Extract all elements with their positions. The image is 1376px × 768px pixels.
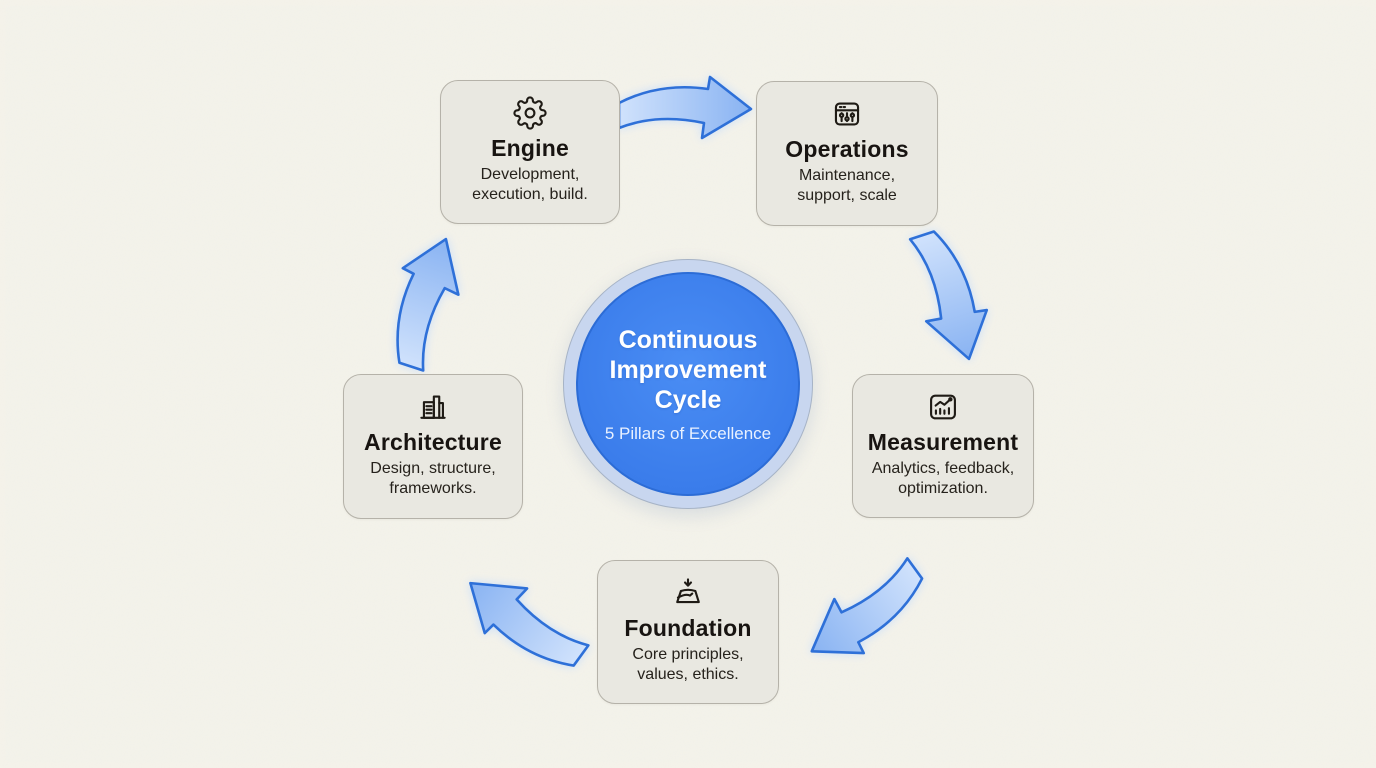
pillar-card-measurement: Measurement Analytics, feedback, optimiz… <box>852 374 1034 518</box>
cycle-hub-ring: Continuous Improvement Cycle 5 Pillars o… <box>563 259 813 509</box>
pillar-title: Architecture <box>364 429 502 455</box>
cycle-hub: Continuous Improvement Cycle 5 Pillars o… <box>576 272 800 496</box>
pillar-title: Operations <box>785 136 909 162</box>
pillar-title: Engine <box>491 135 569 161</box>
pillar-description: Core principles, values, ethics. <box>632 646 744 683</box>
pillar-description: Design, structure, frameworks. <box>370 460 496 497</box>
pillar-description: Analytics, feedback, optimization. <box>871 460 1015 497</box>
pillar-card-operations: Operations Maintenance, support, scale <box>756 81 938 226</box>
pillar-card-architecture: Architecture Design, structure, framewor… <box>343 374 523 519</box>
pillar-description: Maintenance, support, scale <box>797 167 897 204</box>
pillar-card-engine: Engine Development, execution, build. <box>440 80 620 224</box>
control-panel-icon <box>834 102 860 126</box>
gear-icon <box>513 96 547 130</box>
chart-trend-icon <box>930 394 956 420</box>
pillar-card-foundation: Foundation Core principles, values, ethi… <box>597 560 779 704</box>
pillar-title: Foundation <box>624 615 752 641</box>
pillar-description: Development, execution, build. <box>472 166 588 203</box>
cycle-subtitle: 5 Pillars of Excellence <box>604 423 772 443</box>
bedrock-arrow-icon <box>676 578 700 604</box>
pillar-title: Measurement <box>867 429 1019 455</box>
cycle-title: Continuous Improvement Cycle <box>609 325 767 414</box>
buildings-icon <box>420 395 446 419</box>
